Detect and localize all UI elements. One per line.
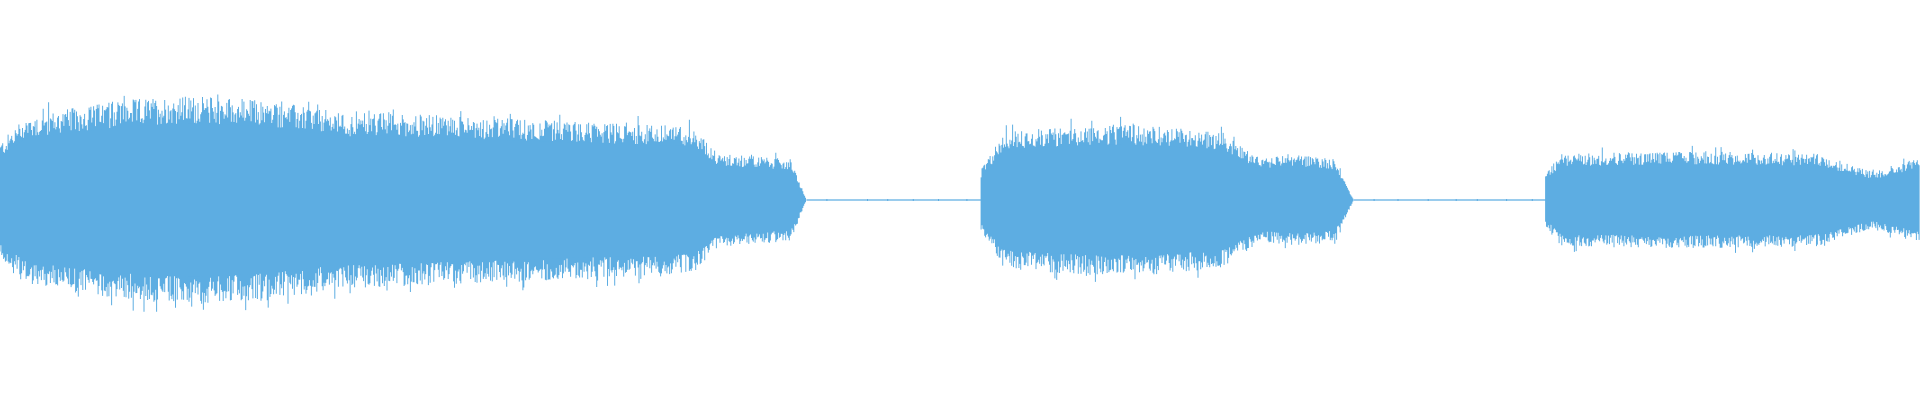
silence-tick xyxy=(1397,199,1399,201)
segment-3 xyxy=(1545,145,1920,253)
segment-2-body xyxy=(981,144,1354,256)
segment-1 xyxy=(0,94,806,312)
segment-1-body xyxy=(0,123,804,277)
silence-tick xyxy=(1531,199,1533,201)
segment-3-body xyxy=(1545,164,1918,236)
silence-tick xyxy=(1506,199,1508,201)
silence-tick xyxy=(826,199,828,201)
silence-tick xyxy=(1427,199,1429,201)
segment-2 xyxy=(980,116,1354,282)
silence-tick xyxy=(1476,199,1478,201)
silence-tick xyxy=(867,199,868,201)
silence-tick xyxy=(1373,199,1375,201)
silence-tick xyxy=(887,199,889,201)
silence-tick xyxy=(938,199,939,201)
waveform-bars xyxy=(0,94,1920,312)
silence-tick xyxy=(966,199,968,201)
silence-tick xyxy=(912,199,914,201)
silence-tick xyxy=(1455,199,1457,201)
